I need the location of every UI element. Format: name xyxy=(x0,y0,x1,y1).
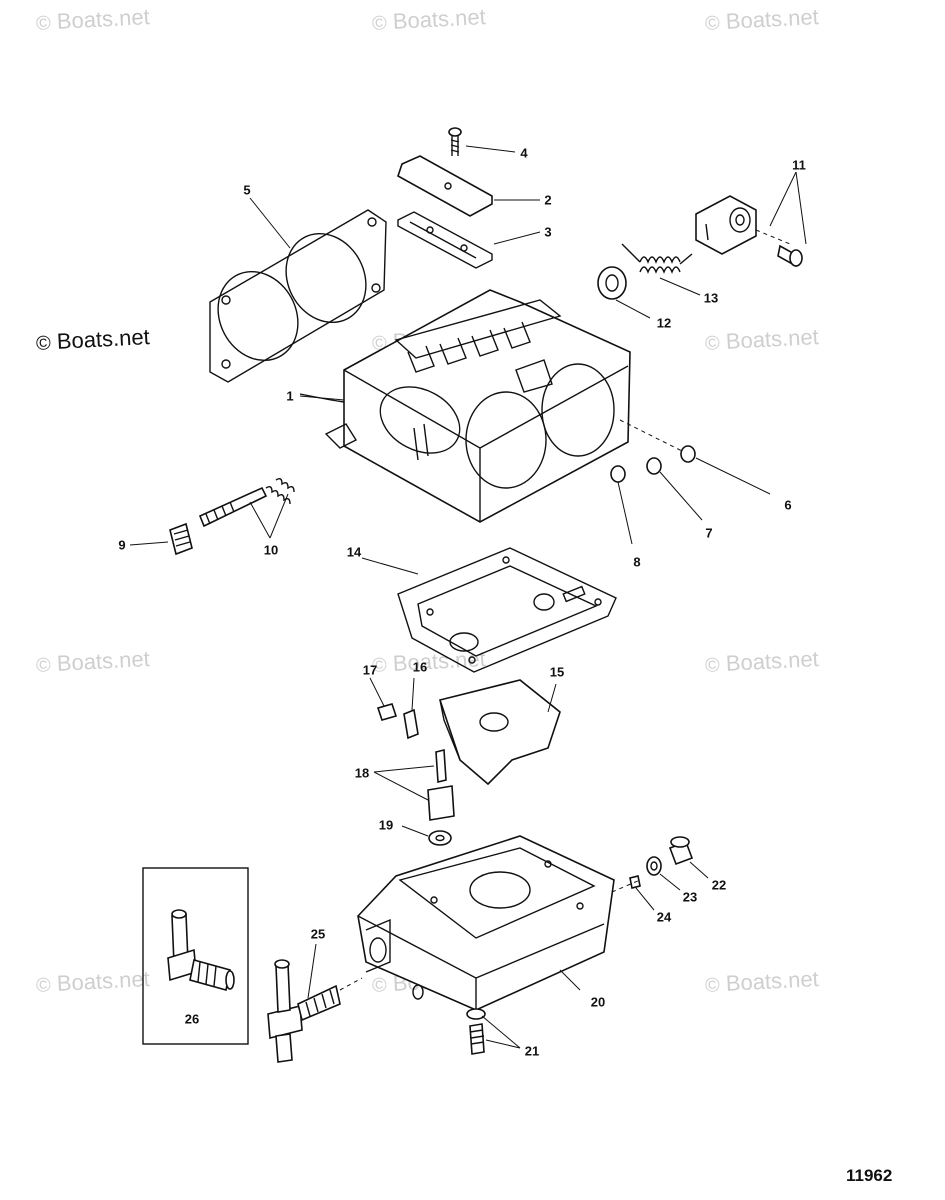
part-23-washer xyxy=(646,856,681,891)
part-12-washer xyxy=(597,266,651,319)
part-4-screw xyxy=(448,127,516,156)
callout-12: 12 xyxy=(656,315,672,331)
part-25-tee-fitting xyxy=(267,943,363,1063)
callout-21: 21 xyxy=(524,1043,540,1059)
callout-1: 1 xyxy=(286,388,294,404)
callout-23: 23 xyxy=(682,889,698,905)
callout-3: 3 xyxy=(544,224,552,240)
part-20-float-bowl xyxy=(357,835,615,1011)
callout-25: 25 xyxy=(310,926,326,942)
callout-4: 4 xyxy=(520,145,528,161)
part-1-carburetor-body xyxy=(299,289,691,523)
part-22-plug xyxy=(668,836,709,879)
callout-14: 14 xyxy=(346,544,362,560)
callout-5: 5 xyxy=(243,182,251,198)
part-26-inset xyxy=(142,867,249,1045)
callout-6: 6 xyxy=(784,497,792,513)
part-17-nut xyxy=(369,677,398,721)
callout-7: 7 xyxy=(705,525,713,541)
callout-24: 24 xyxy=(656,909,672,925)
callout-20: 20 xyxy=(590,994,606,1010)
callout-17: 17 xyxy=(362,662,378,678)
leader-dash xyxy=(611,879,641,893)
part-5-gasket xyxy=(209,197,387,383)
callout-26: 26 xyxy=(184,1011,200,1027)
part-11-housing xyxy=(695,171,807,268)
callout-16: 16 xyxy=(412,659,428,675)
callout-8: 8 xyxy=(633,554,641,570)
callout-22: 22 xyxy=(711,877,727,893)
part-2-cover-plate xyxy=(397,155,540,217)
callout-2: 2 xyxy=(544,192,552,208)
part-6-plug xyxy=(680,445,771,495)
part-7-plug xyxy=(646,457,703,521)
part-18-needle-seat xyxy=(373,748,455,821)
callout-13: 13 xyxy=(703,290,719,306)
callout-9: 9 xyxy=(118,537,126,553)
part-21-screw xyxy=(466,1008,521,1055)
part-16-pin xyxy=(403,677,419,740)
part-13-spring xyxy=(621,243,701,296)
callout-15: 15 xyxy=(549,664,565,680)
callout-18: 18 xyxy=(354,765,370,781)
part-9-fitting xyxy=(129,522,193,556)
part-15-float xyxy=(438,679,561,786)
callout-10: 10 xyxy=(263,542,279,558)
part-24-screw xyxy=(629,875,655,911)
figure-number: 11962 xyxy=(846,1166,893,1185)
part-14-gasket xyxy=(361,547,617,673)
part-3-gasket xyxy=(397,211,541,269)
callout-19: 19 xyxy=(378,817,394,833)
part-8-plug xyxy=(610,465,633,545)
part-10-screw-spring xyxy=(198,477,295,539)
callout-11: 11 xyxy=(792,157,806,173)
part-19-washer xyxy=(401,825,452,846)
